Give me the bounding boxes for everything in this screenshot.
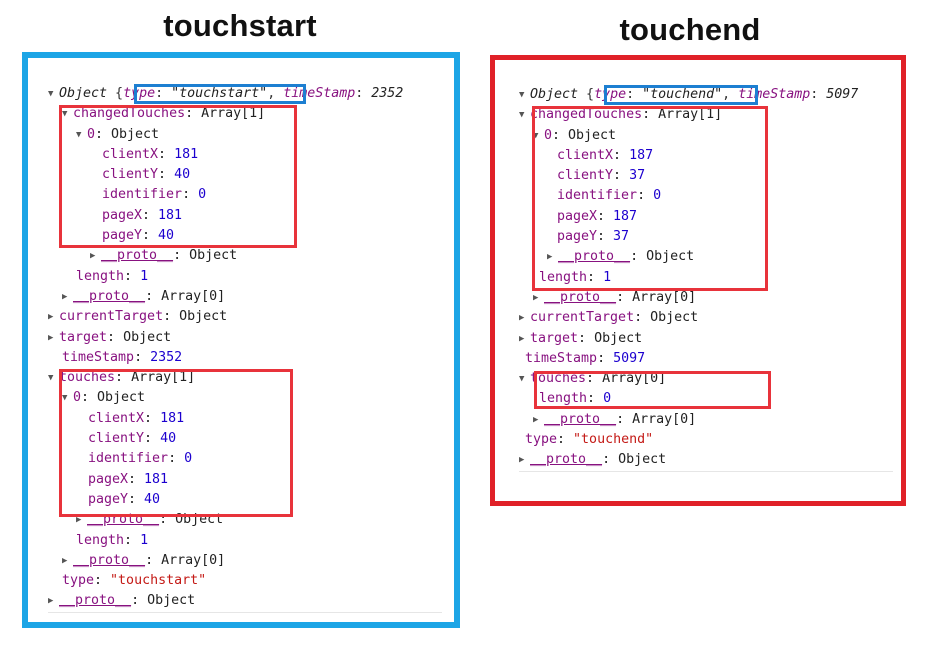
client-y-row: clientY: 37 (557, 168, 646, 184)
page-y-row: pageY: 40 (88, 491, 161, 507)
collapsed-arrow-icon[interactable]: ▶ (76, 515, 82, 526)
collapsed-arrow-icon[interactable]: ▶ (62, 291, 68, 302)
client-y-row: clientY: 40 (102, 167, 191, 183)
touchend-heading: touchend (619, 12, 761, 47)
summary-type-value: "touchstart" (171, 86, 268, 101)
collapsed-arrow-icon[interactable]: ▶ (519, 313, 525, 324)
client-y-row: clientY: 40 (88, 431, 177, 447)
identifier-row: identifier: 0 (102, 187, 207, 203)
current-target-row[interactable]: ▶currentTarget: Object (48, 307, 442, 327)
collapsed-arrow-icon[interactable]: ▶ (519, 455, 525, 466)
length-row: length: 1 (76, 268, 149, 284)
changed-touches-row[interactable]: ▼changedTouches: Array[1] (48, 104, 442, 124)
proto-array-row[interactable]: ▶__proto__: Array[0] (519, 410, 893, 430)
summary-type-value: "touchend" (642, 87, 723, 102)
expanded-arrow-icon[interactable]: ▼ (519, 90, 525, 100)
touches-row[interactable]: ▼touches: Array[0] (519, 369, 893, 389)
proto-object-row[interactable]: ▶__proto__: Object (48, 246, 442, 266)
length-row: length: 0 (539, 391, 612, 407)
touch-0-row[interactable]: ▼0: Object (519, 126, 893, 146)
expanded-arrow-icon[interactable]: ▼ (62, 109, 68, 120)
collapsed-arrow-icon[interactable]: ▶ (533, 414, 539, 425)
page-x-row: pageX: 181 (88, 471, 169, 487)
collapsed-arrow-icon[interactable]: ▶ (48, 596, 54, 607)
proto-object-row[interactable]: ▶__proto__: Object (519, 247, 893, 267)
length-row: length: 1 (539, 269, 612, 285)
timestamp-row: timeStamp: 5097 (525, 350, 646, 366)
proto-array-row[interactable]: ▶__proto__: Array[0] (519, 288, 893, 308)
length-row: length: 1 (76, 532, 149, 548)
touchend-panel: ▼Object {type: "touchend", timeStamp: 50… (490, 55, 906, 506)
type-row: type: "touchend" (525, 432, 654, 448)
touchstart-console: ▼Object {type: "touchstart", timeStamp: … (48, 84, 442, 613)
collapsed-arrow-icon[interactable]: ▶ (62, 555, 68, 566)
proto-array-row[interactable]: ▶__proto__: Array[0] (48, 551, 442, 571)
identifier-row: identifier: 0 (557, 188, 662, 204)
page-x-row: pageX: 187 (557, 208, 638, 224)
expanded-arrow-icon[interactable]: ▼ (76, 129, 82, 140)
collapsed-arrow-icon[interactable]: ▶ (547, 252, 553, 263)
identifier-row: identifier: 0 (88, 451, 193, 467)
collapsed-arrow-icon[interactable]: ▶ (90, 251, 96, 262)
event-object-row[interactable]: ▼Object {type: "touchstart", timeStamp: … (48, 84, 442, 104)
page-y-row: pageY: 37 (557, 229, 630, 245)
proto-object-row[interactable]: ▶__proto__: Object (48, 510, 442, 530)
type-row: type: "touchstart" (62, 573, 207, 589)
event-object-row[interactable]: ▼Object {type: "touchend", timeStamp: 50… (519, 85, 893, 105)
touchstart-heading: touchstart (163, 8, 317, 43)
timestamp-row: timeStamp: 2352 (62, 349, 183, 365)
expanded-arrow-icon[interactable]: ▼ (48, 373, 54, 384)
target-row[interactable]: ▶target: Object (519, 329, 893, 349)
expanded-arrow-icon[interactable]: ▼ (48, 89, 54, 99)
changed-touches-row[interactable]: ▼changedTouches: Array[1] (519, 105, 893, 125)
touches-row[interactable]: ▼touches: Array[1] (48, 368, 442, 388)
page-y-row: pageY: 40 (102, 228, 175, 244)
collapsed-arrow-icon[interactable]: ▶ (48, 312, 54, 323)
collapsed-arrow-icon[interactable]: ▶ (533, 292, 539, 303)
client-x-row: clientX: 181 (102, 146, 199, 162)
expanded-arrow-icon[interactable]: ▼ (519, 374, 525, 385)
proto-object-row[interactable]: ▶__proto__: Object (519, 450, 893, 472)
expanded-arrow-icon[interactable]: ▼ (62, 393, 68, 404)
collapsed-arrow-icon[interactable]: ▶ (48, 332, 54, 343)
current-target-row[interactable]: ▶currentTarget: Object (519, 308, 893, 328)
touch-0-row[interactable]: ▼0: Object (48, 388, 442, 408)
expanded-arrow-icon[interactable]: ▼ (533, 130, 539, 141)
proto-object-row[interactable]: ▶__proto__: Object (48, 591, 442, 613)
expanded-arrow-icon[interactable]: ▼ (519, 110, 525, 121)
target-row[interactable]: ▶target: Object (48, 328, 442, 348)
touchstart-panel: ▼Object {type: "touchstart", timeStamp: … (22, 52, 460, 628)
client-x-row: clientX: 181 (88, 410, 185, 426)
proto-array-row[interactable]: ▶__proto__: Array[0] (48, 287, 442, 307)
client-x-row: clientX: 187 (557, 147, 654, 163)
page-x-row: pageX: 181 (102, 207, 183, 223)
touchend-console: ▼Object {type: "touchend", timeStamp: 50… (519, 85, 893, 472)
touch-0-row[interactable]: ▼0: Object (48, 125, 442, 145)
collapsed-arrow-icon[interactable]: ▶ (519, 333, 525, 344)
